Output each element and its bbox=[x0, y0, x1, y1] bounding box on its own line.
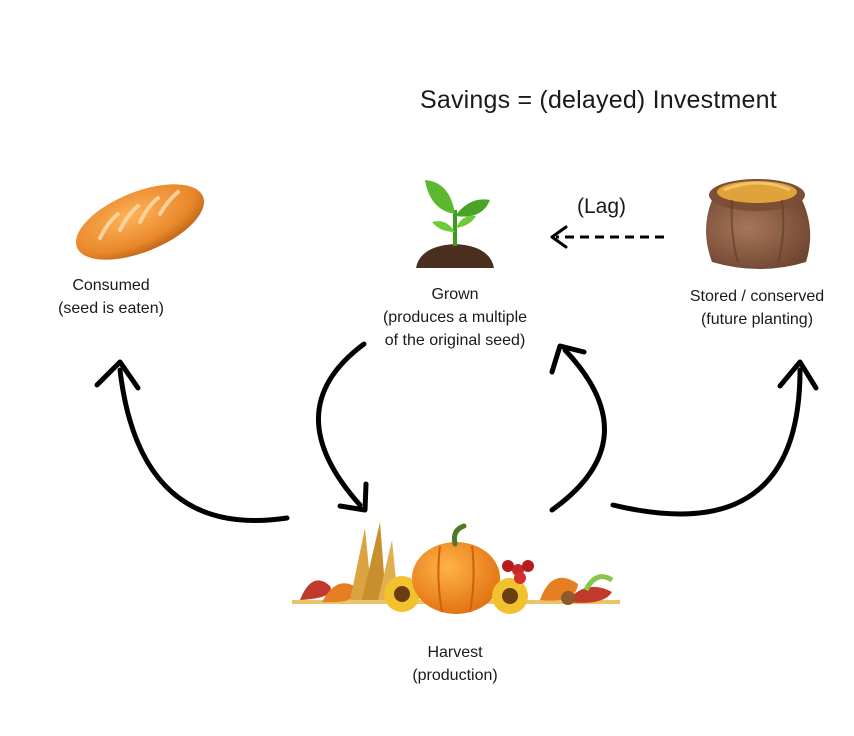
grown-subtitle-line1: (produces a multiple bbox=[382, 309, 528, 326]
lag-arrow bbox=[550, 225, 664, 249]
sprout-icon bbox=[416, 180, 494, 268]
harvest-icon bbox=[292, 522, 620, 614]
stored-label: Stored / conserved (future planting) bbox=[666, 285, 848, 331]
harvest-label: Harvest (production) bbox=[355, 641, 555, 687]
grain-sack-icon bbox=[706, 179, 811, 269]
arrow-harvest-to-grown bbox=[549, 343, 607, 513]
stored-subtitle: (future planting) bbox=[700, 311, 814, 328]
consumed-title: Consumed bbox=[72, 277, 150, 294]
arrow-grown-to-harvest bbox=[316, 341, 369, 513]
lag-label: (Lag) bbox=[577, 195, 627, 218]
arrow-harvest-to-consumed bbox=[94, 359, 290, 524]
consumed-subtitle: (seed is eaten) bbox=[58, 300, 164, 317]
arrow-harvest-to-stored bbox=[610, 359, 819, 517]
diagram-title: Savings = (delayed) Investment bbox=[420, 86, 777, 114]
harvest-subtitle: (production) bbox=[412, 667, 498, 684]
harvest-title: Harvest bbox=[427, 644, 483, 661]
grown-subtitle-line2: of the original seed) bbox=[384, 332, 526, 349]
bread-icon bbox=[75, 184, 205, 260]
stored-title: Stored / conserved bbox=[689, 288, 825, 305]
grown-title: Grown bbox=[431, 286, 479, 303]
grown-label: Grown (produces a multiple of the origin… bbox=[336, 283, 574, 352]
consumed-label: Consumed (seed is eaten) bbox=[26, 274, 196, 320]
